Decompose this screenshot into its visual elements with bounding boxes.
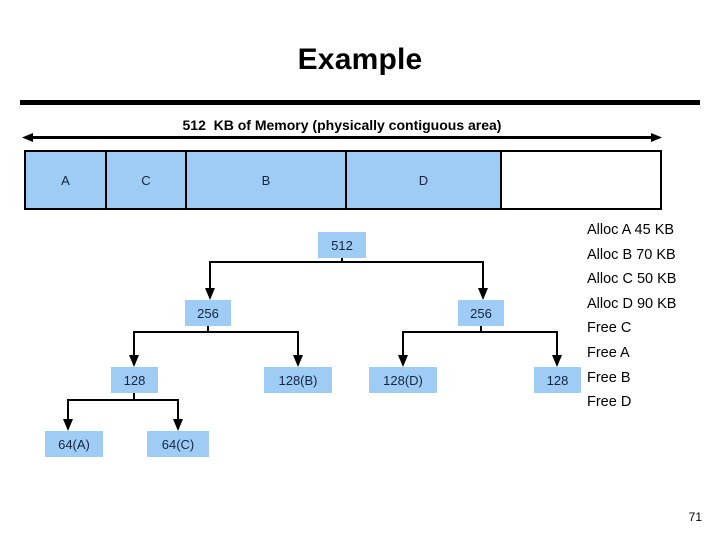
page-number: 71 [688, 510, 702, 524]
memory-block-a: A [26, 152, 107, 208]
tree-node-128-b-label: 128(B) [278, 372, 318, 388]
operation-item: Alloc B 70 KB [587, 246, 676, 263]
tree-node-128-label: 128 [123, 372, 146, 388]
tree-node-512-label: 512 [331, 237, 353, 253]
tree-node-64-c-label: 64(C) [161, 436, 195, 452]
operation-item: Free A [587, 344, 630, 361]
tree-node-right-256: 256 [458, 300, 504, 326]
memory-block-b-label: B [261, 172, 271, 188]
tree-node-left-256-label: 256 [197, 305, 219, 321]
memory-bar: A C B D [24, 150, 662, 210]
tree-node-left-256: 256 [185, 300, 231, 326]
memory-block-b: B [187, 152, 347, 208]
tree-node-right-128: 128 [534, 367, 581, 393]
tree-node-128-d-label: 128(D) [383, 372, 423, 388]
tree-node-128: 128 [111, 367, 158, 393]
operation-item: Alloc D 90 KB [587, 295, 677, 312]
page-title: Example [297, 43, 423, 76]
title-divider [20, 100, 700, 105]
tree-node-right-128-label: 128 [546, 372, 569, 388]
operation-item: Free D [587, 394, 632, 411]
memory-block-free [502, 152, 660, 208]
tree-node-64-a: 64(A) [45, 431, 103, 457]
memory-span-arrow [22, 133, 662, 142]
operation-item: Alloc C 50 KB [587, 271, 677, 288]
memory-span-caption: 512 KB of Memory (physically contiguous … [182, 117, 502, 133]
operation-list: Alloc A 45 KB Alloc B 70 KB Alloc C 50 K… [587, 218, 717, 415]
tree-node-right-256-label: 256 [470, 305, 492, 321]
buddy-tree-connectors [63, 257, 562, 431]
memory-block-c: C [107, 152, 187, 208]
tree-node-512: 512 [318, 232, 366, 258]
operation-item: Free B [587, 369, 631, 386]
memory-block-d-label: D [418, 172, 429, 188]
memory-block-a-label: A [61, 172, 70, 188]
tree-node-64-a-label: 64(A) [58, 436, 90, 452]
tree-node-128-d: 128(D) [369, 367, 437, 393]
memory-block-d: D [347, 152, 502, 208]
tree-node-128-b: 128(B) [264, 367, 332, 393]
tree-node-64-c: 64(C) [147, 431, 209, 457]
operation-item: Alloc A 45 KB [587, 222, 675, 238]
operation-item: Free C [587, 320, 632, 337]
memory-block-c-label: C [141, 172, 151, 188]
